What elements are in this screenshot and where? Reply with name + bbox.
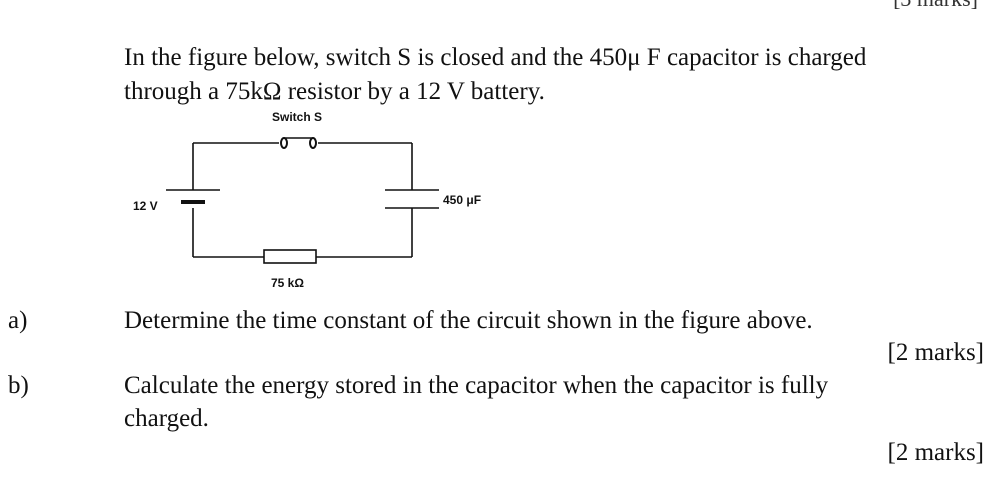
question-b-text-line-1: Calculate the energy stored in the capac… xyxy=(124,372,829,399)
intro-line-1: In the figure below, switch S is closed … xyxy=(124,44,867,71)
question-b-marks: [2 marks] xyxy=(887,439,984,466)
switch-contact-right xyxy=(309,137,317,149)
switch-label: Switch S xyxy=(272,110,322,124)
question-a-text: Determine the time constant of the circu… xyxy=(124,307,813,334)
switch-contact-left xyxy=(280,137,288,149)
question-b-label: b) xyxy=(8,372,29,399)
question-a-label: a) xyxy=(8,307,28,334)
resistor-label: 75 kΩ xyxy=(271,276,304,290)
resistor-body xyxy=(263,249,317,264)
battery-label: 12 V xyxy=(133,199,158,213)
intro-line-2: through a 75kΩ resistor by a 12 V batter… xyxy=(124,78,545,105)
question-a-marks: [2 marks] xyxy=(887,339,984,366)
question-b-text-line-2: charged. xyxy=(124,405,209,432)
capacitor-label: 450 μF xyxy=(443,193,481,207)
top-marks-fragment: [3 marks] xyxy=(893,0,978,12)
